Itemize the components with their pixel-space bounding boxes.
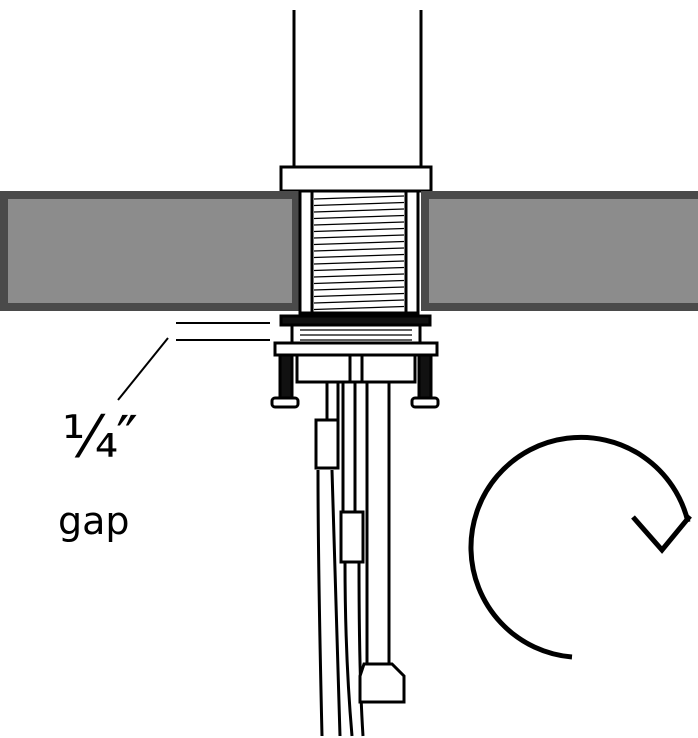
countertop	[0, 191, 698, 311]
clockwise-arrow-icon	[468, 434, 692, 660]
gap-measurement-label: ¼″	[62, 403, 138, 471]
thread-line	[313, 214, 405, 220]
thread-line	[313, 299, 405, 304]
spray-hose-fitting	[358, 662, 406, 704]
hose-connector-1	[314, 418, 340, 470]
mounting-hardware	[273, 314, 439, 384]
thread-line	[313, 234, 405, 239]
countertop-left	[0, 191, 300, 311]
thread-line	[313, 260, 405, 265]
spray-hose	[365, 380, 391, 666]
thread-line	[313, 253, 405, 259]
thread-line	[313, 240, 405, 246]
thread-line	[313, 227, 405, 233]
thread-line	[313, 266, 405, 272]
thread-line	[313, 208, 405, 213]
bolt-left	[278, 353, 294, 401]
thread-line	[313, 292, 405, 298]
thread-line	[313, 221, 405, 226]
thread-line	[313, 195, 405, 200]
thread-line	[313, 279, 405, 285]
thread-line	[313, 247, 405, 252]
gap-word-label: gap	[58, 499, 130, 543]
countertop-right	[421, 191, 698, 311]
supply-hoses	[314, 380, 406, 737]
thread-line	[313, 273, 405, 278]
mounting-bolts	[270, 353, 440, 409]
hose-connector-2	[339, 510, 365, 564]
gap-indicator	[117, 322, 270, 401]
mounting-plate	[273, 341, 439, 357]
threaded-shank	[298, 189, 420, 315]
faucet-body	[279, 10, 433, 193]
thread-line	[313, 286, 405, 291]
thread-line	[313, 201, 405, 207]
bolt-right	[417, 353, 433, 401]
thread-line	[313, 305, 405, 311]
mounting-nut	[295, 353, 417, 384]
